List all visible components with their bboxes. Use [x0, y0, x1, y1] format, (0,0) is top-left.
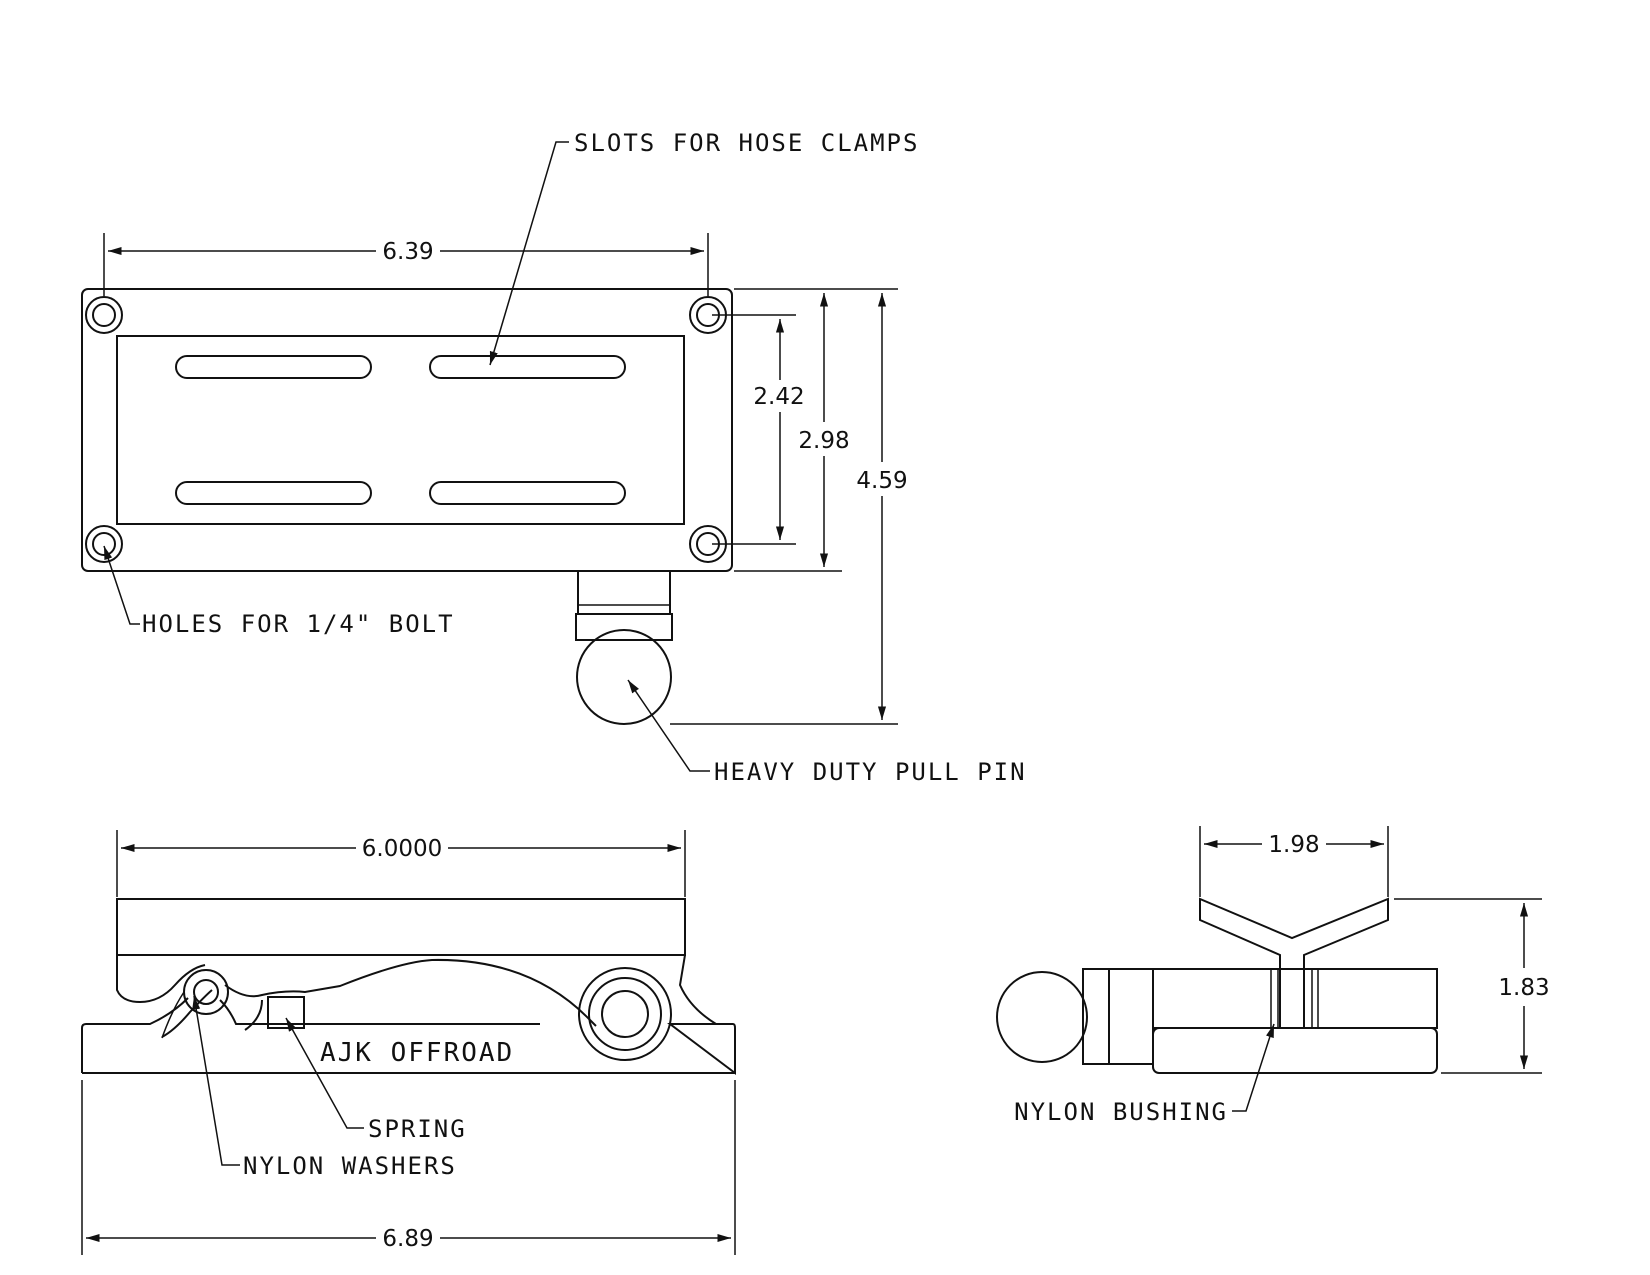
dim-top-width: 6.39: [382, 239, 433, 265]
dim-end-width: 1.98: [1268, 832, 1319, 858]
hose-clamp-slot: [429, 355, 626, 379]
pull-pin: [575, 570, 673, 725]
base-plate: [81, 997, 736, 1076]
end-body: [1152, 968, 1438, 1029]
label-slots: SLOTS FOR HOSE CLAMPS: [574, 129, 919, 157]
dim-side-length: 6.0000: [362, 836, 442, 862]
label-bushing: NYLON BUSHING: [1014, 1098, 1228, 1126]
dim-overall-height: 4.59: [856, 468, 907, 494]
mount-plate-outline: [81, 288, 733, 572]
y-cradle: [1199, 897, 1389, 1029]
end-view: 1.98 1.83 NYLON BUSHING: [996, 826, 1550, 1126]
bolt-hole: [85, 525, 123, 563]
end-base: [1152, 1027, 1438, 1074]
dim-end-height: 1.83: [1498, 975, 1549, 1001]
brand-text: AJK OFFROAD: [320, 1038, 514, 1068]
bolt-hole: [85, 296, 123, 334]
leader-holes: [103, 545, 140, 625]
label-pull-pin: HEAVY DUTY PULL PIN: [714, 758, 1027, 786]
dim-base-length: 6.89: [382, 1226, 433, 1252]
leader-washers: [192, 995, 240, 1166]
top-view: 6.39 2.42 2.98 4.59 SLOTS FOR HOSE CLAMP…: [81, 129, 1027, 786]
pin-end: [578, 967, 672, 1061]
leader-bushing: [1232, 1023, 1275, 1112]
leader-pull-pin: [627, 679, 710, 772]
upper-bar: [116, 898, 686, 956]
nylon-washer: [161, 969, 229, 1039]
inner-panel: [116, 335, 685, 525]
leader-spring: [285, 1017, 364, 1129]
label-washers: NYLON WASHERS: [243, 1152, 457, 1180]
label-spring: SPRING: [368, 1115, 467, 1143]
side-view: AJK OFFROAD 6.0000 6.89 SPRING NYLON WAS…: [81, 830, 736, 1255]
hose-clamp-slot: [175, 481, 372, 505]
dim-plate-height: 2.98: [798, 428, 849, 454]
hose-clamp-slot: [175, 355, 372, 379]
label-holes: HOLES FOR 1/4" BOLT: [142, 610, 455, 638]
cam-lever: [116, 955, 597, 1027]
pull-pin-knob: [996, 971, 1088, 1063]
dim-hole-spacing: 2.42: [753, 384, 804, 410]
hose-clamp-slot: [429, 481, 626, 505]
leader-slots: [489, 141, 569, 366]
